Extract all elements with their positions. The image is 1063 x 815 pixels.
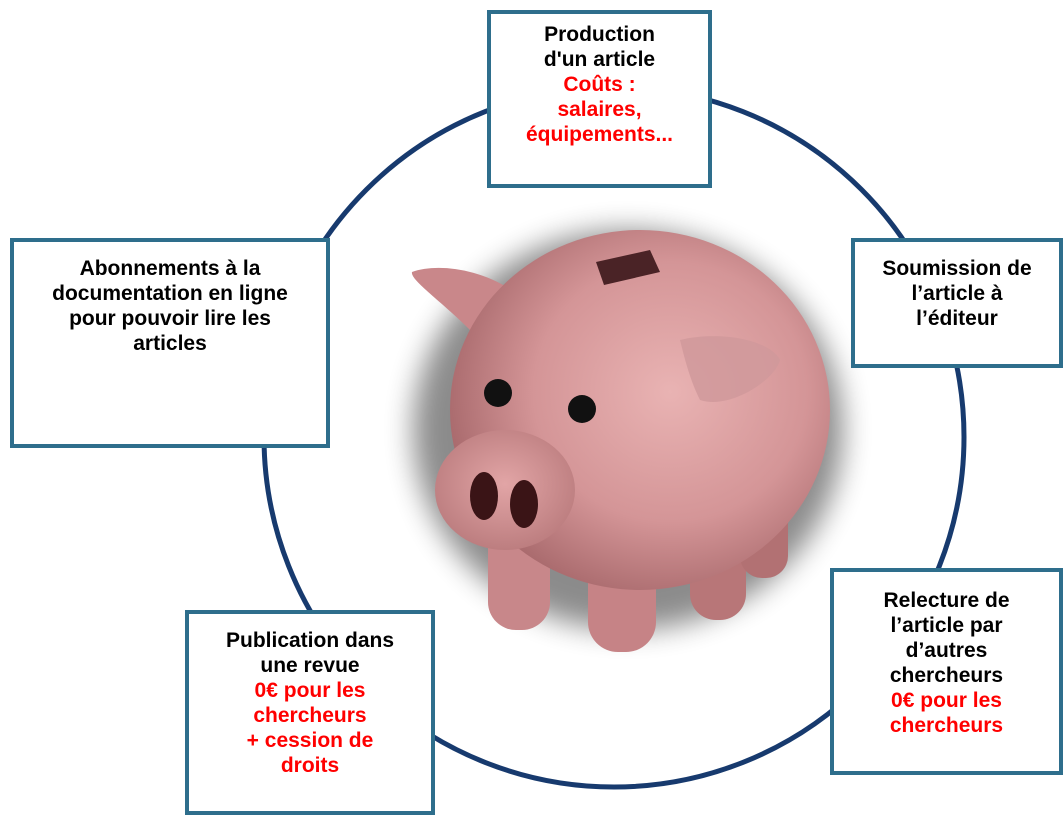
production-cost-line: salaires, [557, 98, 642, 121]
subscriptions-line: pour pouvoir lire les [69, 307, 271, 330]
step-publication-box: Publication dans une revue 0€ pour les c… [185, 610, 435, 815]
publication-line: Publication dans [225, 629, 395, 652]
review-line: Relecture de [883, 589, 1010, 612]
review-line: d’autres [905, 639, 988, 662]
publication-cost-line: + cession de [246, 729, 374, 752]
subscriptions-line: Abonnements à la [79, 257, 261, 280]
production-cost-line: équipements... [525, 123, 674, 146]
step-peer-review-box: Relecture de l’article par d’autres cher… [830, 568, 1063, 775]
review-cost-line: 0€ pour les [891, 689, 1002, 712]
pig-coin-slot [596, 250, 660, 285]
pig-snout [435, 430, 575, 550]
production-title-line: d'un article [543, 48, 656, 71]
publication-cost-line: droits [280, 754, 340, 777]
publication-cost-line: chercheurs [253, 704, 367, 727]
pig-nostril-left [470, 472, 498, 520]
review-line: chercheurs [889, 664, 1004, 687]
step-submission-box: Soumission de l’article à l’éditeur [851, 238, 1063, 368]
subscriptions-line: articles [133, 332, 207, 355]
submission-line: l’éditeur [916, 307, 998, 330]
step-production-box: Production d'un article Coûts : salaires… [487, 10, 712, 188]
step-subscriptions-box: Abonnements à la documentation en ligne … [10, 238, 330, 448]
submission-line: Soumission de [882, 257, 1032, 280]
pig-eye-right [568, 395, 596, 423]
pig-ear-right [680, 336, 780, 402]
submission-line: l’article à [911, 282, 1003, 305]
production-title-line: Production [544, 23, 655, 46]
review-cost-line: chercheurs [889, 714, 1004, 737]
pig-eye-left [484, 379, 512, 407]
publication-cost-line: 0€ pour les [254, 679, 366, 702]
production-cost-line: Coûts : [563, 73, 636, 96]
piggy-bank-icon [411, 230, 843, 652]
publication-line: une revue [260, 654, 360, 677]
review-line: l’article par [890, 614, 1003, 637]
pig-nostril-right [510, 480, 538, 528]
subscriptions-line: documentation en ligne [52, 282, 288, 305]
